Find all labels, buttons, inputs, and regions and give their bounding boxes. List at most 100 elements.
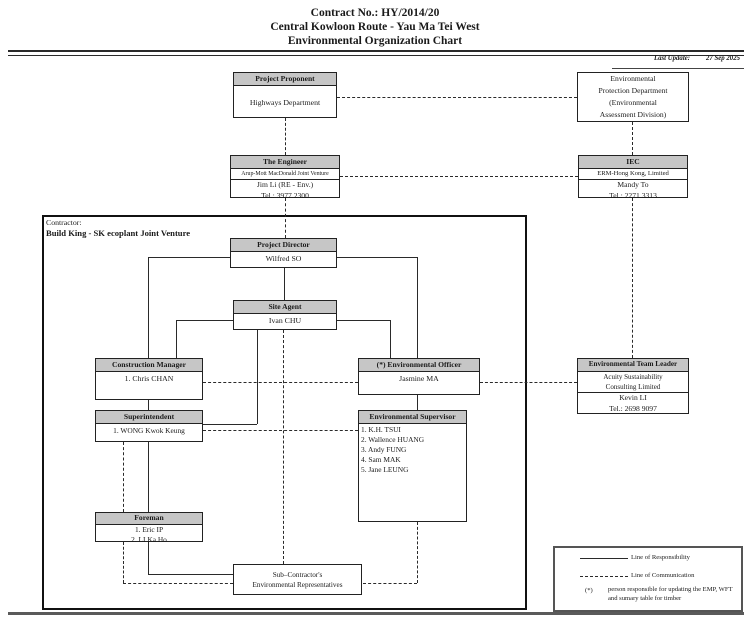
project-director-body: Wilfred SO [265,254,302,263]
superintendent-header: Superintendent [96,411,202,424]
iec-tel: Tel.: 2271 3313 [609,190,657,200]
foreman-header: Foreman [96,513,202,525]
env-supervisor-member: 3. Andy FUNG [361,445,407,454]
site-agent-box: Site Agent Ivan CHU [233,300,337,330]
project-proponent-header: Project Proponent [234,73,336,86]
resp-line [148,574,233,575]
epd-line: Environmental [610,74,656,83]
resp-line [148,257,230,258]
comm-line [285,198,286,238]
comm-line [340,176,578,177]
last-update-divider [612,68,744,69]
project-proponent-body: Highways Department [249,97,321,107]
comm-line [632,122,633,155]
engineer-org: Arup-Mott MacDonald Joint Venture [231,169,339,180]
resp-line [203,424,257,425]
engineer-box: The Engineer Arup-Mott MacDonald Joint V… [230,155,340,200]
construction-manager-body: 1. Chris CHAN [124,374,174,383]
last-update-label: Last Update: [653,55,690,62]
iec-org: ERM-Hong Kong, Limited [579,169,687,180]
foreman-box: Foreman 1. Eric IP 2. LI Ka Ho [95,512,203,544]
legend-box: Line of Responsibility Line of Communica… [553,546,743,612]
env-team-leader-org: Consulting Limited [578,382,688,393]
legend-responsibility-label: Line of Responsibility [631,554,690,561]
chart-title: Environmental Organization Chart [287,35,463,47]
resp-line [148,257,149,358]
engineer-header: The Engineer [231,156,339,169]
last-update-date: 27 Sep 2025 [706,55,740,62]
contractor-label: Contractor: [46,218,82,227]
comm-line [123,583,233,584]
construction-manager-box: Construction Manager 1. Chris CHAN [95,358,203,400]
epd-line: Protection Department [598,86,668,95]
resp-line [148,542,149,574]
env-team-leader-box: Environmental Team Leader Acuity Sustain… [577,358,689,414]
resp-line [176,320,233,321]
superintendent-box: Superintendent 1. WONG Kwok Keung [95,410,203,442]
foreman-member: 2. LI Ka Ho [131,534,167,544]
legend-note: person responsible for updating the EMP,… [608,586,733,602]
environmental-supervisor-header: Environmental Supervisor [359,411,466,424]
project-proponent-box: Project Proponent Highways Department [233,72,337,118]
environmental-officer-box: (*) Environmental Officer Jasmine MA [358,358,480,395]
comm-line [203,430,358,431]
subcontractor-line: Sub–Contractor's [272,570,323,579]
env-supervisor-member: 4. Sam MAK [361,455,401,464]
resp-line [176,320,177,358]
legend-communication-label: Line of Communication [631,572,695,579]
env-supervisor-member: 5. Jane LEUNG [361,465,409,474]
env-team-leader-tel: Tel.: 2698 9097 [609,403,657,413]
resp-line [148,442,149,512]
env-supervisor-member: 2. Wallence HUANG [361,435,425,444]
comm-line [363,583,417,584]
site-agent-body: Ivan CHU [268,316,302,325]
iec-box: IEC ERM-Hong Kong, Limited Mandy To Tel.… [578,155,688,200]
environmental-supervisor-box: Environmental Supervisor 1. K.H. TSUI 2.… [358,410,467,522]
title-divider [8,50,744,56]
site-agent-header: Site Agent [234,301,336,314]
resp-line [417,395,418,410]
comm-line [337,97,577,98]
contractor-frame [42,215,527,610]
resp-line [337,320,390,321]
project-title: Central Kowloon Route - Yau Ma Tei West [270,21,480,33]
resp-line [390,320,391,358]
subcontractor-line: Environmental Representatives [252,580,343,589]
solid-line-sample [580,558,628,559]
construction-manager-header: Construction Manager [96,359,202,372]
engineer-name: Jim Li (RE - Env.) [256,180,314,189]
iec-header: IEC [579,156,687,169]
epd-box: Environmental Protection Department (Env… [577,72,689,122]
comm-line [480,382,577,383]
legend-asterisk: (*) [585,587,593,594]
resp-line [337,257,417,258]
foreman-member: 1. Eric IP [134,525,164,534]
project-director-header: Project Director [231,239,336,252]
environmental-officer-header: (*) Environmental Officer [359,359,479,372]
contract-number: Contract No.: HY/2014/20 [310,7,440,19]
comm-line [632,198,633,358]
resp-line [417,257,418,358]
project-director-box: Project Director Wilfred SO [230,238,337,268]
dashed-line-sample [580,576,628,577]
contractor-name: Build King - SK ecoplant Joint Venture [46,228,191,238]
iec-name: Mandy To [617,180,649,189]
epd-line: (Environmental [609,98,657,107]
comm-line [203,382,358,383]
epd-line: Assessment Division) [599,110,667,119]
resp-line [257,330,258,424]
comm-line [417,522,418,583]
comm-line [123,542,124,583]
resp-line [148,400,149,410]
comm-line [285,118,286,155]
last-update: Last Update: 27 Sep 2025 [560,55,740,62]
env-team-leader-name: Kevin LI [619,393,647,402]
environmental-officer-body: Jasmine MA [399,374,439,383]
env-supervisor-member: 1. K.H. TSUI [361,425,401,434]
resp-line [284,268,285,300]
engineer-tel: Tel.: 3977 2300 [261,190,309,200]
env-team-leader-header: Environmental Team Leader [578,359,688,372]
subcontractor-box: Sub–Contractor's Environmental Represent… [233,564,362,595]
superintendent-body: 1. WONG Kwok Keung [113,426,185,435]
